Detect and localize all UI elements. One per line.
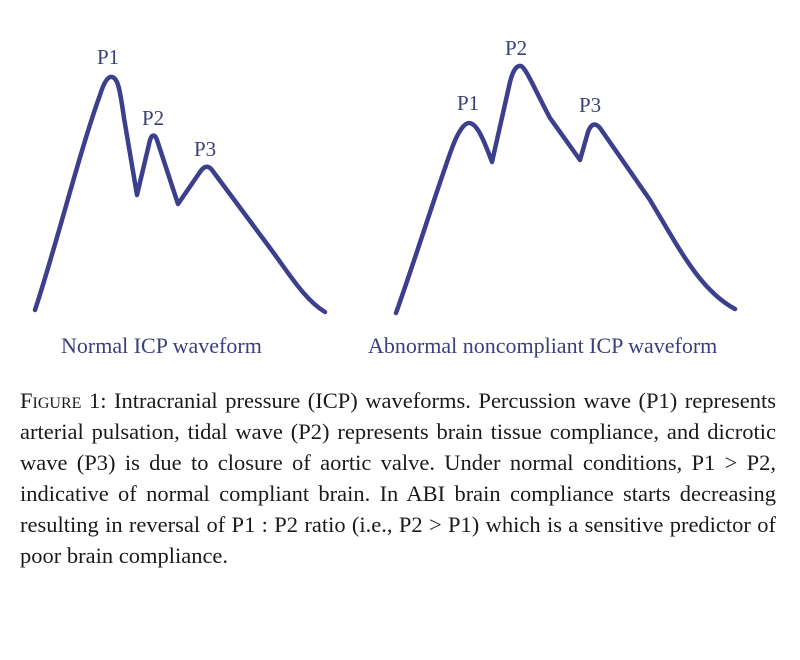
abnormal-panel-title: Abnormal noncompliant ICP waveform <box>368 333 718 358</box>
abnormal-peak-label-p3: P3 <box>579 93 602 117</box>
normal-peak-label-p3: P3 <box>194 137 217 161</box>
waveforms-graphic <box>32 63 738 316</box>
figure-caption-text: Intracranial pressure (ICP) waveforms. P… <box>20 388 776 568</box>
abnormal-icp-waveform-line <box>393 63 738 316</box>
figure-caption-label: Figure 1: <box>20 388 107 413</box>
abnormal-peak-label-p1: P1 <box>457 91 480 115</box>
normal-peak-label-p2: P2 <box>142 106 165 130</box>
figure-caption: Figure 1: Intracranial pressure (ICP) wa… <box>20 385 776 571</box>
normal-peak-label-p1: P1 <box>97 45 120 69</box>
normal-icp-waveform-line <box>32 74 328 315</box>
icp-waveform-figure: P1 P2 P3 P1 P2 P3 Normal ICP waveform Ab… <box>32 36 738 358</box>
normal-panel-title: Normal ICP waveform <box>61 333 262 358</box>
abnormal-peak-label-p2: P2 <box>505 36 528 60</box>
